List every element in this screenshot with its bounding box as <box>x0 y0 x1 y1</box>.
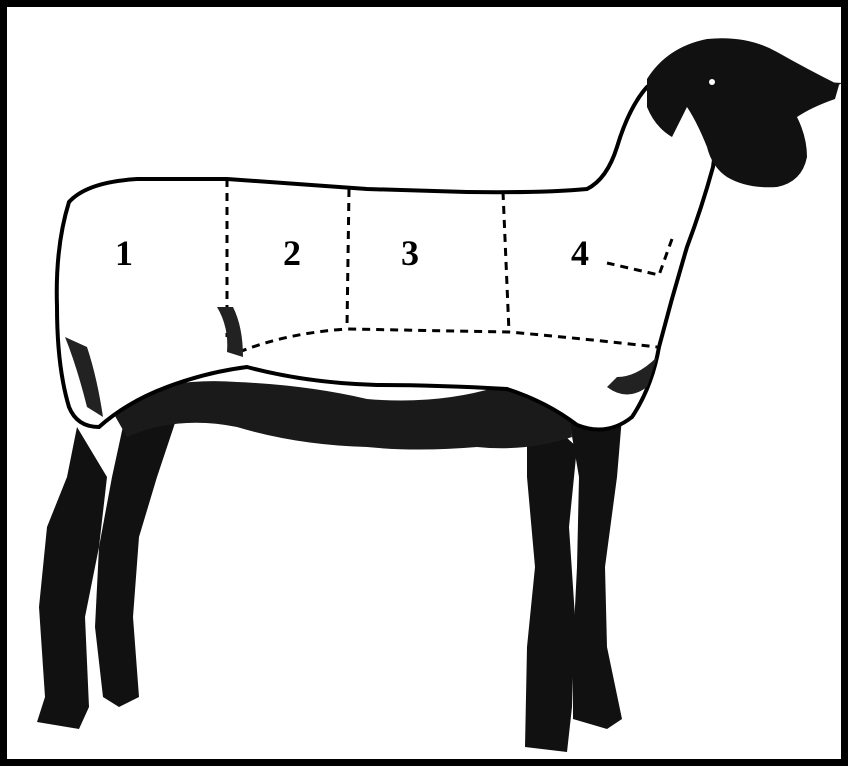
legs <box>37 402 622 752</box>
hind-leg-front <box>95 417 177 707</box>
section-label-4: 4 <box>571 235 589 271</box>
belly-wool <box>107 381 572 449</box>
section-label-2: 2 <box>283 235 301 271</box>
section-label-1: 1 <box>115 235 133 271</box>
lamb-silhouette <box>7 7 848 773</box>
hind-leg-rear <box>37 427 107 729</box>
fore-leg-rear <box>525 402 577 752</box>
body-outline <box>57 69 715 430</box>
section-label-3: 3 <box>401 235 419 271</box>
eye <box>709 79 715 85</box>
